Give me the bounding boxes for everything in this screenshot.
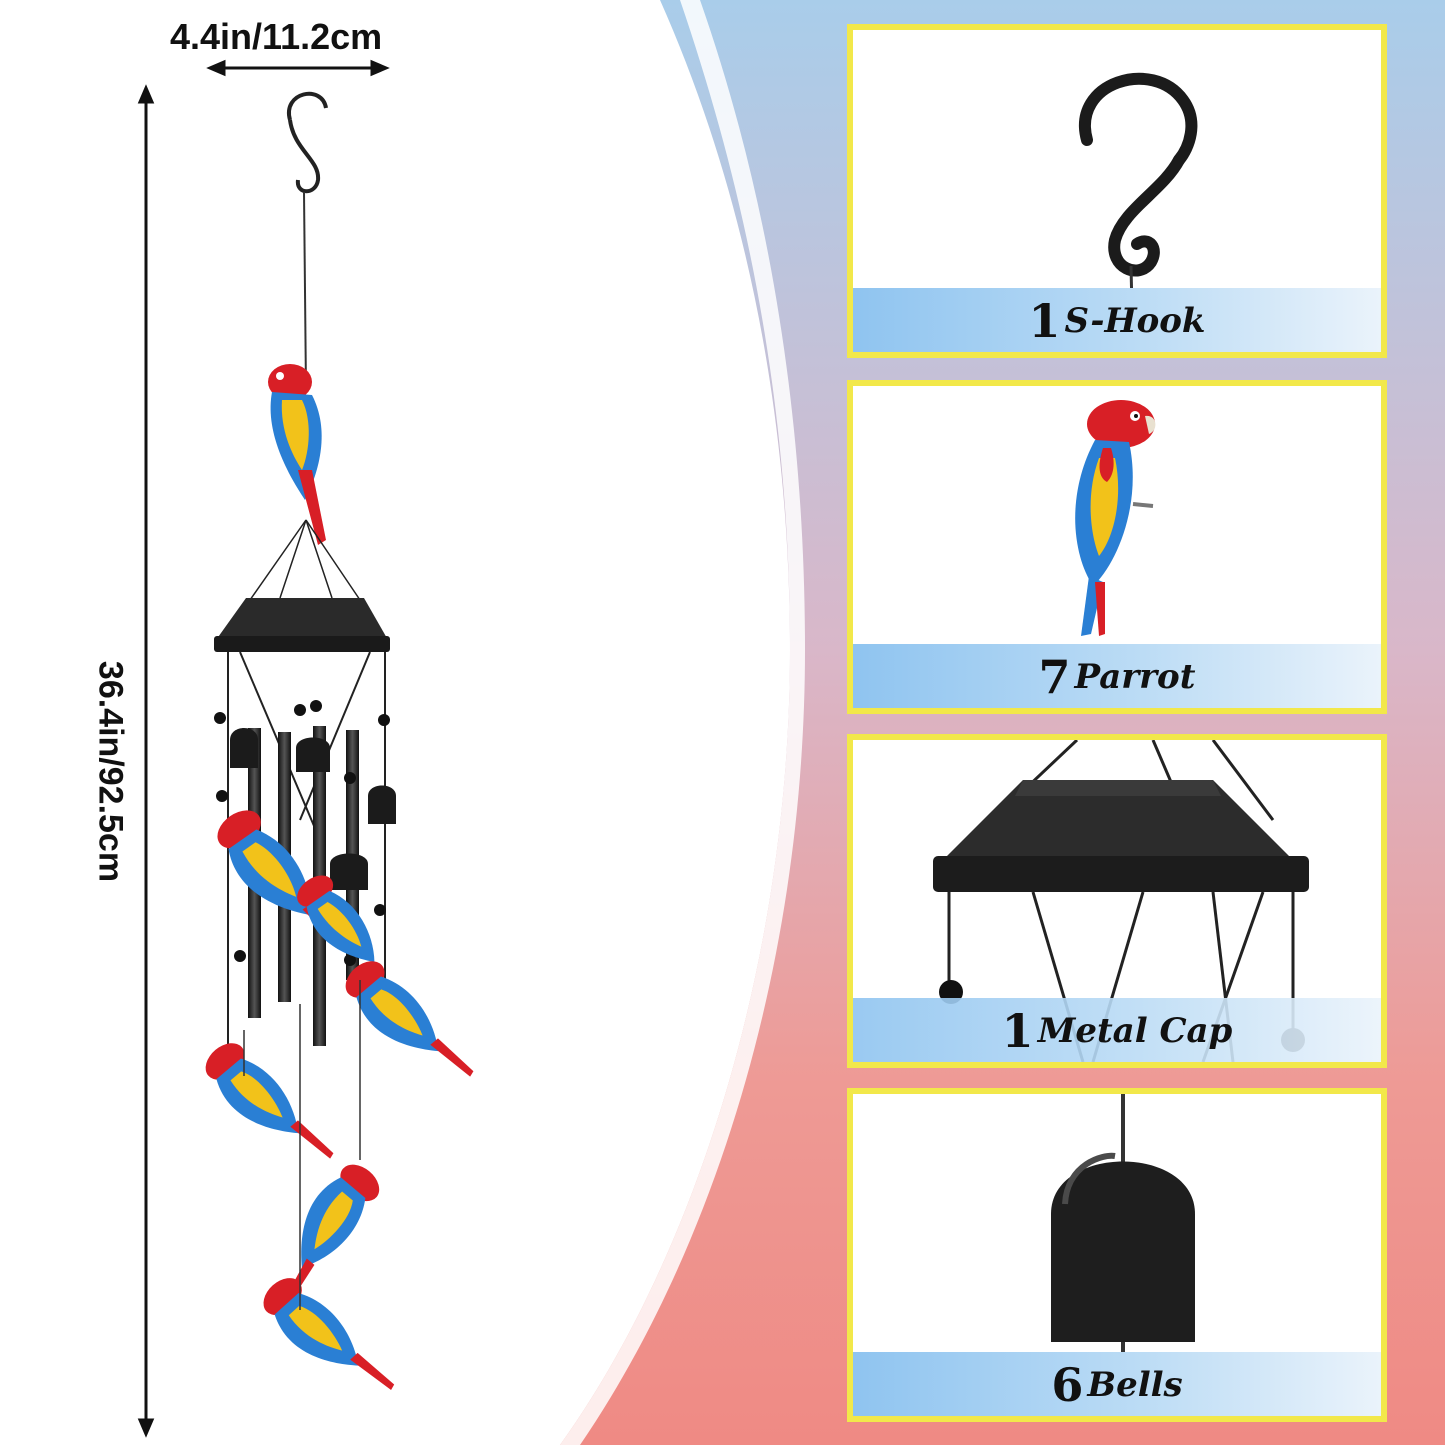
panel-s-hook: 1 S-Hook — [847, 24, 1387, 358]
width-dimension-label: 4.4in/11.2cm — [170, 16, 383, 57]
panel-metal-cap: 1 Metal Cap — [847, 734, 1387, 1068]
panel-count: 1 — [1028, 294, 1061, 348]
parrot-icon — [268, 364, 326, 545]
width-arrow — [206, 59, 390, 77]
panel-label: Parrot — [1074, 657, 1196, 697]
hanging-parrots — [205, 810, 474, 1391]
panel-label-band: 1 S-Hook — [853, 288, 1381, 352]
panel-bells: 6 Bells — [847, 1088, 1387, 1422]
panel-count: 1 — [1001, 1004, 1034, 1058]
height-arrow — [137, 84, 155, 1438]
panel-label-band: 7 Parrot — [853, 644, 1381, 708]
panel-label-band: 6 Bells — [853, 1352, 1381, 1416]
panel-label: S-Hook — [1064, 301, 1206, 341]
panel-label-band: 1 Metal Cap — [853, 998, 1381, 1062]
height-dimension-label: 36.4in/92.5cm — [91, 660, 130, 883]
panel-label: Bells — [1087, 1365, 1183, 1405]
panel-count: 7 — [1038, 650, 1071, 704]
panel-label: Metal Cap — [1037, 1011, 1233, 1051]
panel-count: 6 — [1051, 1358, 1084, 1412]
wind-chime-illustration — [205, 91, 474, 1391]
parrot-icon — [1075, 400, 1156, 636]
panel-parrot: 7 Parrot — [847, 380, 1387, 714]
